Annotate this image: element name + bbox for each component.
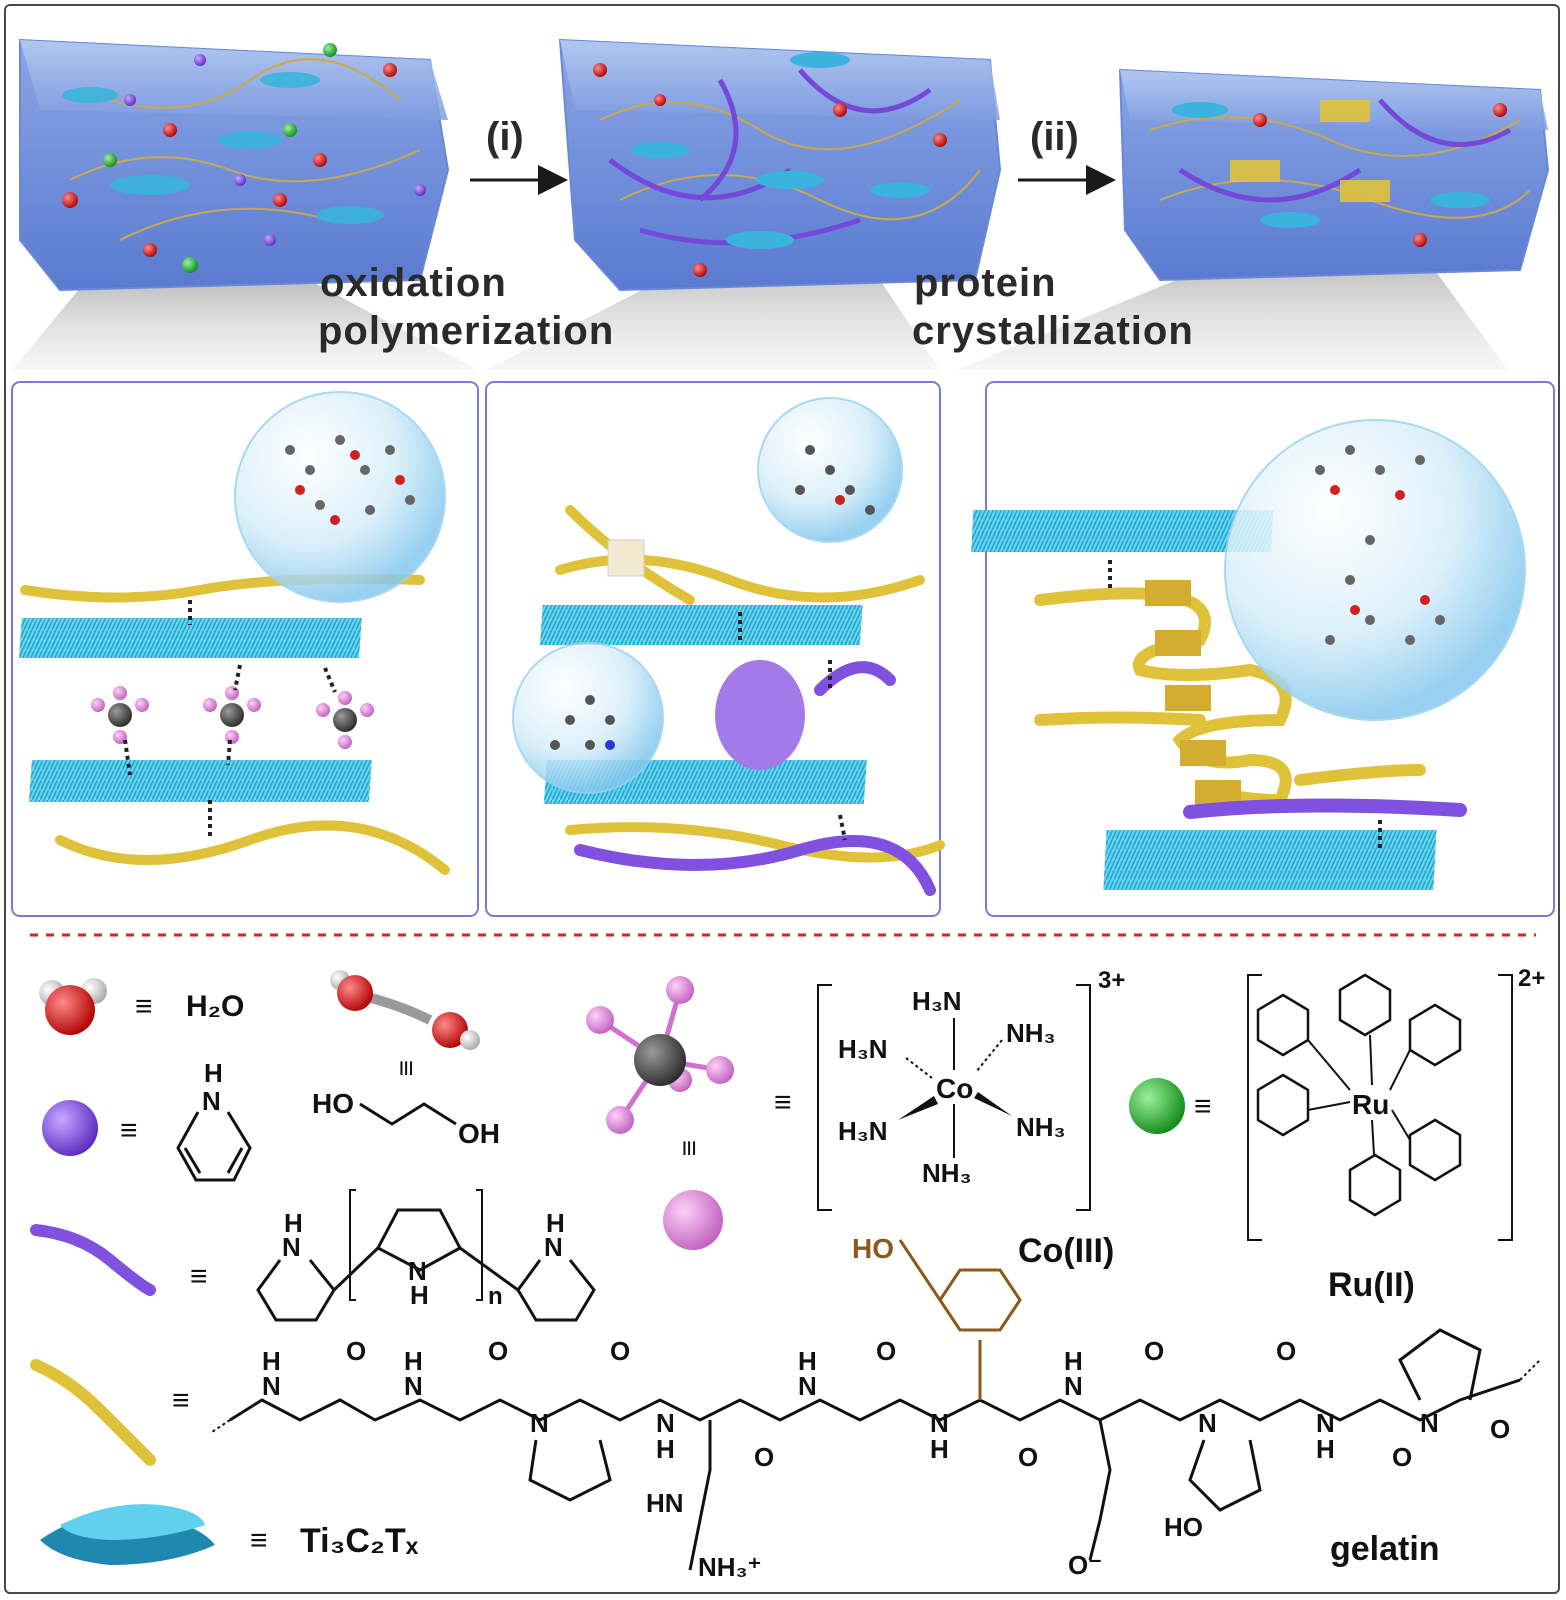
hydrogel-block-3	[1118, 68, 1550, 282]
svg-text:NH₃: NH₃	[1006, 1018, 1056, 1048]
svg-text:N: N	[530, 1408, 549, 1438]
tyrosine-ho-label: HO	[852, 1233, 894, 1264]
step2-label-line1: protein	[914, 261, 1057, 305]
pyrrole-monomer-icon	[42, 1100, 98, 1156]
svg-text:O: O	[1392, 1442, 1412, 1472]
svg-text:N: N	[1420, 1408, 1439, 1438]
svg-text:3+: 3+	[1098, 967, 1125, 994]
svg-text:O: O	[610, 1336, 630, 1366]
step1-label-line1: oxidation	[320, 261, 507, 305]
pyrrole-structure: H N	[176, 1058, 252, 1182]
svg-text:H: H	[262, 1346, 281, 1376]
svg-text:NH₃: NH₃	[922, 1158, 972, 1188]
svg-text:O: O	[1144, 1336, 1164, 1366]
svg-text:N: N	[656, 1408, 675, 1438]
equiv-eg: ≡	[391, 1060, 422, 1076]
svg-text:Ru: Ru	[1352, 1089, 1389, 1120]
equiv-mxene: ≡	[250, 1524, 268, 1557]
mxene-flake-icon	[40, 1504, 215, 1565]
step-i-label: (i)	[486, 115, 524, 159]
equiv-co: ≡	[774, 1086, 792, 1119]
hydroxyproline-ho-label: HO	[1164, 1512, 1203, 1542]
svg-text:N: N	[404, 1371, 423, 1401]
zoom-panel-3	[971, 381, 1555, 917]
step-ii-label: (ii)	[1030, 115, 1079, 159]
mxene-label: Ti₃C₂Tₓ	[300, 1522, 419, 1560]
svg-text:OH: OH	[458, 1118, 500, 1149]
svg-text:N: N	[408, 1256, 427, 1286]
svg-text:H: H	[410, 1280, 429, 1310]
arginine-nh3-label: NH₃⁺	[698, 1552, 761, 1582]
equiv-water: ≡	[135, 990, 153, 1023]
equiv-pyrrole: ≡	[120, 1114, 138, 1147]
svg-text:O: O	[1490, 1414, 1510, 1444]
svg-text:N: N	[262, 1371, 281, 1401]
svg-text:H: H	[546, 1208, 565, 1238]
svg-text:N: N	[798, 1371, 817, 1401]
svg-text:O: O	[876, 1336, 896, 1366]
svg-text:O: O	[754, 1442, 774, 1472]
gelatin-chain-icon	[30, 1359, 156, 1466]
water-molecule-icon	[39, 978, 107, 1035]
svg-text:Co: Co	[936, 1073, 973, 1104]
cobalt-complex-icon	[586, 976, 734, 1134]
cobalt-ball-icon	[663, 1190, 723, 1250]
cobalt-structure: 3+ H₃N H₃N NH₃ Co H₃N NH₃ NH₃	[817, 967, 1125, 1211]
ruthenium-structure: 2+ Ru	[1247, 965, 1545, 1241]
svg-text:N: N	[282, 1232, 301, 1262]
svg-text:H: H	[656, 1434, 675, 1464]
hydrogel-block-2	[558, 38, 1002, 292]
zoom-cone-3	[956, 250, 1508, 370]
svg-text:N: N	[202, 1086, 221, 1116]
svg-text:H: H	[1316, 1434, 1335, 1464]
svg-text:N: N	[544, 1232, 563, 1262]
svg-text:O: O	[488, 1336, 508, 1366]
svg-text:H: H	[284, 1208, 303, 1238]
svg-text:N: N	[1064, 1371, 1083, 1401]
svg-text:2+: 2+	[1518, 965, 1545, 992]
ru-label: Ru(II)	[1328, 1266, 1415, 1304]
figure-frame	[4, 4, 1560, 1594]
zoom-panel-1	[11, 381, 479, 917]
svg-text:H: H	[204, 1058, 223, 1088]
polypyrrole-chain-icon	[30, 1224, 156, 1296]
svg-text:H: H	[798, 1346, 817, 1376]
svg-text:H: H	[404, 1346, 423, 1376]
svg-text:NH₃: NH₃	[1016, 1112, 1066, 1142]
glutamate-o-label: O⁻	[1068, 1550, 1102, 1580]
gelatin-label: gelatin	[1330, 1530, 1440, 1568]
svg-text:n: n	[488, 1283, 503, 1310]
ethylene-glycol-icon	[330, 970, 480, 1050]
svg-text:O: O	[1276, 1336, 1296, 1366]
svg-text:H: H	[930, 1434, 949, 1464]
gelatin-structure: N H O N H O N O N H O N H O N H O N H O …	[211, 1239, 1541, 1571]
arginine-hn-label: HN	[646, 1488, 684, 1518]
co-label: Co(III)	[1018, 1232, 1114, 1270]
svg-text:O: O	[1018, 1442, 1038, 1472]
svg-text:H₃N: H₃N	[838, 1116, 888, 1146]
svg-text:H₃N: H₃N	[838, 1034, 888, 1064]
polypyrrole-structure: H N N H n H N	[256, 1189, 596, 1322]
svg-text:O: O	[346, 1336, 366, 1366]
equiv-gelatin: ≡	[172, 1384, 190, 1417]
svg-text:N: N	[930, 1408, 949, 1438]
zoom-cone-1	[12, 270, 478, 370]
equiv-ru: ≡	[1194, 1090, 1212, 1123]
equiv-co-ball: ≡	[674, 1140, 705, 1156]
zoom-panel-2	[485, 381, 945, 917]
svg-text:N: N	[1316, 1408, 1335, 1438]
svg-text:HO: HO	[312, 1088, 354, 1119]
svg-text:H: H	[1064, 1346, 1083, 1376]
water-formula: H₂O	[186, 990, 244, 1023]
hydrogel-block-1	[19, 38, 450, 292]
step1-label-line2: polymerization	[318, 309, 614, 353]
ethylene-glycol-structure: HO OH	[312, 1088, 500, 1149]
equiv-ppy: ≡	[190, 1260, 208, 1293]
svg-text:H₃N: H₃N	[912, 986, 962, 1016]
step2-label-line2: crystallization	[912, 309, 1194, 353]
ruthenium-ball-icon	[1129, 1078, 1185, 1134]
svg-text:N: N	[1198, 1408, 1217, 1438]
